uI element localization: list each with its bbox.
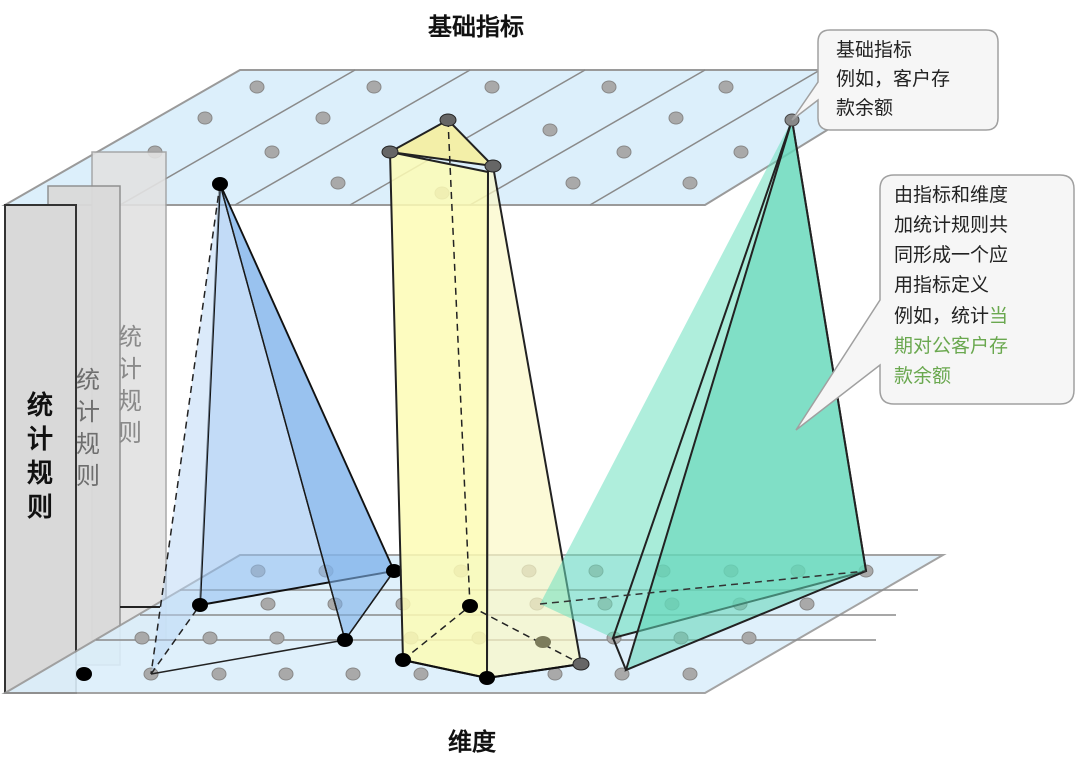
callout-app-line-3: 同形成一个应 — [894, 244, 1008, 266]
callout-app-example-highlight-1: 当 — [989, 305, 1008, 327]
teal-pyramid-hidden-edges — [539, 570, 867, 605]
svg-text:则: 则 — [76, 462, 100, 490]
callout-app-example-highlight-3: 款余额 — [894, 365, 951, 387]
svg-text:规: 规 — [27, 459, 53, 489]
callout-app-line-4: 用指标定义 — [894, 274, 989, 296]
callout-app-line-2: 加统计规则共 — [894, 214, 1008, 236]
rule-panel-front-label: 统 计 规 则 — [27, 390, 53, 523]
svg-text:计: 计 — [76, 398, 100, 426]
svg-text:规: 规 — [118, 387, 142, 415]
callout-app-example-highlight-2: 期对公客户存 — [894, 335, 1008, 357]
rule-panel-front: 统 计 规 则 — [4, 204, 77, 694]
svg-text:规: 规 — [76, 430, 100, 458]
callout-basic-metric-line-3: 款余额 — [836, 97, 893, 119]
top-plane-grid-lines — [119, 69, 821, 206]
callout-basic-metric: 基础指标 例如，客户存 款余额 — [791, 29, 999, 131]
rule-panel-back-label: 统 计 规 则 — [118, 323, 142, 447]
svg-text:计: 计 — [118, 355, 142, 383]
blue-pyramid — [76, 177, 402, 681]
rule-panel-middle-label: 统 计 规 则 — [76, 366, 100, 490]
top-label: 基础指标 — [428, 13, 524, 41]
callout-basic-metric-line-1: 基础指标 — [836, 39, 912, 61]
callout-app-example-prefix: 例如，统计 — [894, 305, 989, 327]
svg-text:计: 计 — [27, 425, 53, 455]
svg-text:则: 则 — [118, 419, 142, 447]
svg-text:统: 统 — [118, 323, 142, 351]
callout-app-example: 例如，统计当 — [894, 305, 1008, 327]
yellow-prism — [381, 113, 590, 685]
teal-pyramid — [539, 113, 868, 672]
svg-text:统: 统 — [27, 390, 53, 421]
yellow-prism-vertices — [381, 113, 590, 685]
yellow-prism-hidden-edges — [402, 119, 582, 665]
callout-app-line-1: 由指标和维度 — [894, 184, 1008, 206]
svg-text:则: 则 — [27, 493, 53, 523]
callout-basic-metric-line-2: 例如，客户存 — [836, 68, 950, 90]
callout-application-metric: 由指标和维度 加统计规则共 同形成一个应 用指标定义 例如，统计当 期对公客户存… — [795, 174, 1075, 431]
blue-pyramid-vertices — [76, 177, 402, 681]
blue-pyramid-hidden-edges — [150, 183, 395, 675]
svg-text:统: 统 — [76, 366, 100, 394]
bottom-label: 维度 — [448, 728, 497, 756]
